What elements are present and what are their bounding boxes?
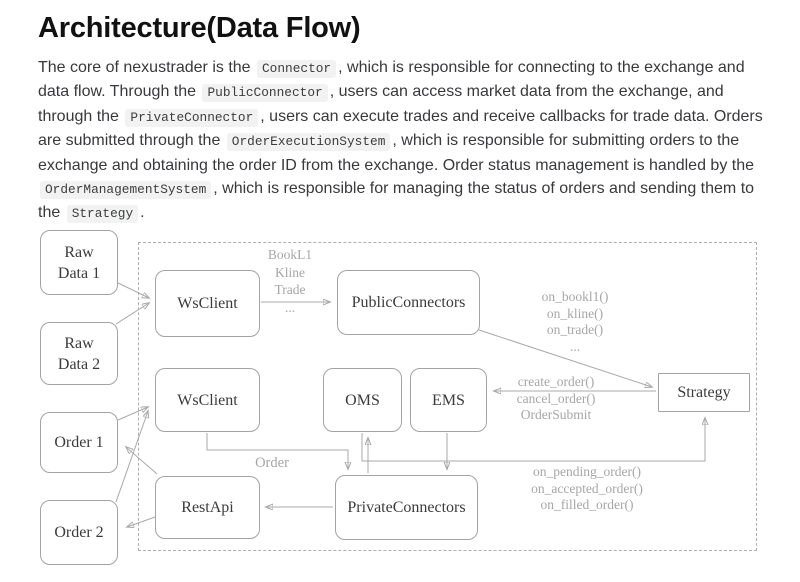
paragraph-text: , which is responsible for managing the …	[38, 180, 755, 222]
page-title: Architecture(Data Flow)	[38, 12, 361, 44]
edge-order2-to-wsclient	[115, 411, 148, 503]
node-ems: EMS	[410, 368, 487, 432]
node-wsclient-public: WsClient	[155, 270, 260, 337]
paragraph-text: .	[140, 204, 145, 222]
system-boundary-frame	[138, 242, 757, 551]
node-raw-data-1: Raw Data 1	[40, 230, 118, 295]
edge-label-order: Order	[255, 455, 289, 471]
inline-code-strategy: Strategy	[66, 205, 139, 224]
inline-code-private-connector: PrivateConnector	[125, 108, 259, 127]
paragraph-text: , which is responsible for submitting or…	[38, 132, 754, 174]
node-wsclient-private: WsClient	[155, 368, 260, 432]
edge-label-order-commands: create_order() cancel_order() OrderSubmi…	[516, 374, 596, 422]
intro-paragraph: The core of nexustrader is the Connector…	[38, 56, 774, 226]
edge-label-market-stream: BookL1 Kline Trade ...	[267, 247, 313, 315]
edge-rawdata2-to-wsclient	[115, 303, 149, 325]
node-strategy: Strategy	[658, 373, 750, 412]
node-order-2: Order 2	[40, 500, 118, 565]
edge-rawdata1-to-wsclient	[117, 282, 149, 298]
node-order-1: Order 1	[40, 412, 118, 473]
inline-code-public-connector: PublicConnector	[202, 84, 328, 103]
paragraph-text: The core of nexustrader is the	[38, 59, 255, 76]
inline-code-order-execution-system: OrderExecutionSystem	[226, 133, 391, 152]
paragraph-text: , which is responsible for connecting to…	[38, 59, 745, 101]
node-raw-data-2: Raw Data 2	[40, 322, 118, 385]
node-oms: OMS	[323, 368, 402, 432]
inline-code-connector: Connector	[257, 60, 337, 78]
edge-label-order-callbacks: on_pending_order() on_accepted_order() o…	[531, 464, 643, 512]
edge-order1-to-wsclient	[117, 407, 148, 421]
edge-oms-to-strategy	[361, 418, 705, 462]
paragraph-text: , users can execute trades and receive c…	[38, 107, 763, 150]
edge-restapi-to-order2	[127, 516, 156, 527]
edge-label-market-callbacks: on_bookl1() on_kline() on_trade() ...	[541, 289, 609, 354]
node-private-connectors: PrivateConnectors	[335, 475, 478, 540]
inline-code-order-management-system: OrderManagementSystem	[40, 181, 212, 200]
node-rest-api: RestApi	[155, 476, 260, 539]
node-public-connectors: PublicConnectors	[337, 270, 480, 335]
edge-wsclient-to-privateconnectors	[206, 433, 348, 469]
edge-restapi-to-order1	[126, 447, 158, 475]
paragraph-text: , users can access market data from the …	[38, 83, 724, 125]
edge-publicconnectors-to-strategy	[478, 329, 652, 387]
